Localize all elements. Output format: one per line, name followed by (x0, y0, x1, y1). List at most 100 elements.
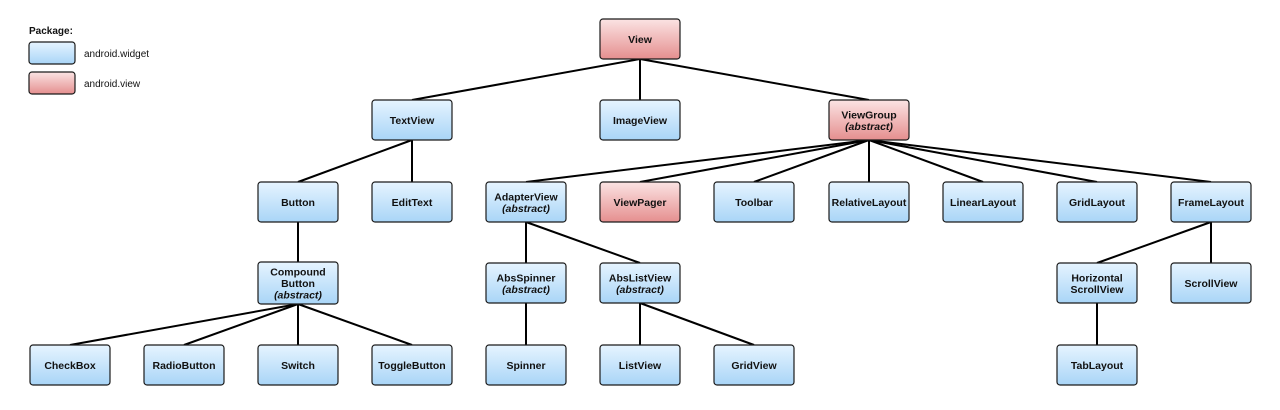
node-box-edittext (371, 181, 453, 223)
node-abslistview: AbsListView(abstract) (599, 262, 681, 304)
node-box-relativelayout (828, 181, 910, 223)
node-box-adapterview (485, 181, 567, 223)
node-label-spinner-0: Spinner (506, 360, 545, 372)
node-box-viewpager (599, 181, 681, 223)
node-label-absspinner-0: AbsSpinner (497, 272, 556, 284)
node-label-linearlayout-0: LinearLayout (950, 197, 1016, 209)
node-box-gridlayout (1056, 181, 1138, 223)
node-view: View (599, 18, 681, 60)
legend-swatch-view (28, 71, 76, 95)
node-label-framelayout-0: FrameLayout (1178, 197, 1244, 209)
node-viewpager: ViewPager (599, 181, 681, 223)
node-label-gridlayout-0: GridLayout (1069, 197, 1126, 209)
legend-swatch-widget (28, 41, 76, 65)
edge-viewgroup-to-linearlayout (868, 139, 984, 183)
node-label-viewgroup-0: ViewGroup (841, 109, 896, 121)
node-listview: ListView (599, 344, 681, 386)
edge-viewgroup-to-viewpager (639, 139, 870, 183)
node-label-abslistview-1: (abstract) (616, 284, 664, 296)
node-absspinner: AbsSpinner(abstract) (485, 262, 567, 304)
node-gridview: GridView (713, 344, 795, 386)
node-box-tablayout (1056, 344, 1138, 386)
node-label-switch-0: Switch (281, 360, 315, 372)
node-label-scrollview-0: ScrollView (1185, 278, 1239, 290)
node-label-gridview-0: GridView (731, 360, 777, 372)
node-gridlayout: GridLayout (1056, 181, 1138, 223)
node-framelayout: FrameLayout (1170, 181, 1252, 223)
node-box-gridview (713, 344, 795, 386)
edge-compoundbutton-to-checkbox (69, 303, 299, 346)
node-label-compoundbutton-1: Button (281, 278, 315, 290)
edge-adapterview-to-abslistview (525, 221, 641, 264)
node-textview: TextView (371, 99, 453, 141)
legend-title: Package: (29, 26, 73, 37)
node-label-compoundbutton-0: Compound (270, 267, 325, 279)
node-label-listview-0: ListView (619, 360, 662, 372)
node-linearlayout: LinearLayout (942, 181, 1024, 223)
node-label-horizontalscrollview-1: ScrollView (1071, 284, 1125, 296)
edge-view-to-viewgroup (639, 58, 870, 101)
node-box-checkbox (29, 344, 111, 386)
node-box-framelayout (1170, 181, 1252, 223)
node-button: Button (257, 181, 339, 223)
node-tablayout: TabLayout (1056, 344, 1138, 386)
node-label-imageview-0: ImageView (613, 115, 668, 127)
node-label-adapterview-1: (abstract) (502, 203, 550, 215)
node-label-relativelayout-0: RelativeLayout (832, 197, 907, 209)
node-switch: Switch (257, 344, 339, 386)
node-box-button (257, 181, 339, 223)
node-label-togglebutton-0: ToggleButton (378, 360, 445, 372)
node-label-horizontalscrollview-0: Horizontal (1071, 272, 1122, 284)
edge-compoundbutton-to-radiobutton (183, 303, 299, 346)
node-togglebutton: ToggleButton (371, 344, 453, 386)
node-viewgroup: ViewGroup(abstract) (828, 99, 910, 141)
node-label-viewpager-0: ViewPager (614, 197, 667, 209)
edge-view-to-textview (411, 58, 641, 101)
node-box-horizontalscrollview (1056, 262, 1138, 304)
node-scrollview: ScrollView (1170, 262, 1252, 304)
node-label-edittext-0: EditText (392, 197, 433, 209)
node-box-listview (599, 344, 681, 386)
node-imageview: ImageView (599, 99, 681, 141)
node-label-toolbar-0: Toolbar (735, 197, 773, 209)
node-label-adapterview-0: AdapterView (494, 191, 558, 203)
node-label-tablayout-0: TabLayout (1071, 360, 1124, 372)
node-label-abslistview-0: AbsListView (609, 272, 672, 284)
node-box-togglebutton (371, 344, 453, 386)
edge-framelayout-to-horizontalscrollview (1096, 221, 1212, 264)
legend-item-widget: android.widget (28, 41, 149, 65)
node-box-abslistview (599, 262, 681, 304)
legend-item-view: android.view (28, 71, 141, 95)
node-box-switch (257, 344, 339, 386)
edge-viewgroup-to-gridlayout (868, 139, 1098, 183)
edge-compoundbutton-to-togglebutton (297, 303, 413, 346)
legend-label-widget: android.widget (84, 49, 149, 60)
edge-viewgroup-to-toolbar (753, 139, 870, 183)
node-box-textview (371, 99, 453, 141)
node-box-toolbar (713, 181, 795, 223)
node-box-radiobutton (143, 344, 225, 386)
node-label-button-0: Button (281, 197, 315, 209)
node-box-imageview (599, 99, 681, 141)
node-box-compoundbutton (257, 261, 339, 305)
node-label-view-0: View (628, 34, 653, 46)
node-box-view (599, 18, 681, 60)
node-label-radiobutton-0: RadioButton (153, 360, 216, 372)
node-label-absspinner-1: (abstract) (502, 284, 550, 296)
edge-abslistview-to-gridview (639, 302, 755, 346)
node-label-checkbox-0: CheckBox (44, 360, 96, 372)
node-toolbar: Toolbar (713, 181, 795, 223)
node-checkbox: CheckBox (29, 344, 111, 386)
edge-viewgroup-to-adapterview (525, 139, 870, 183)
node-box-scrollview (1170, 262, 1252, 304)
legend-label-view: android.view (84, 79, 141, 90)
node-relativelayout: RelativeLayout (828, 181, 910, 223)
node-spinner: Spinner (485, 344, 567, 386)
node-label-viewgroup-1: (abstract) (845, 121, 893, 133)
node-box-linearlayout (942, 181, 1024, 223)
edge-viewgroup-to-framelayout (868, 139, 1212, 183)
